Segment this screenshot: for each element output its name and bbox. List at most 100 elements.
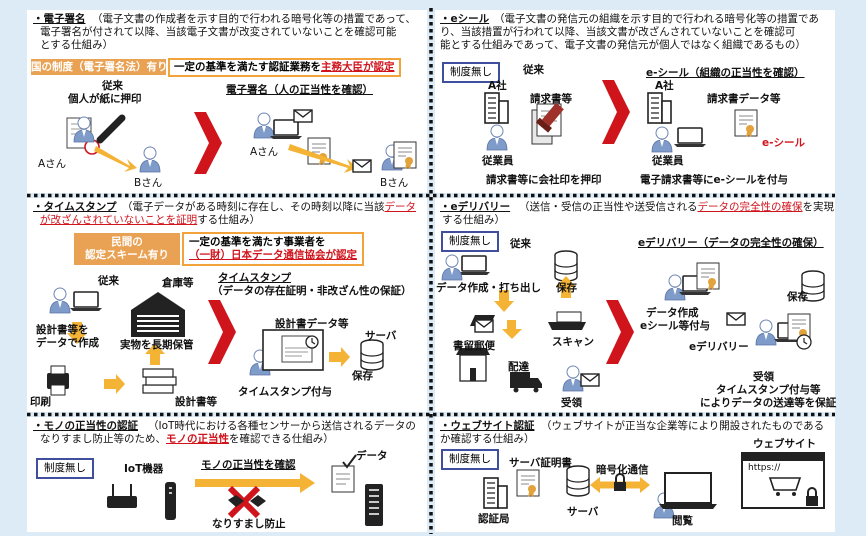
edel-create2-line2: eシール等付与 [640, 320, 711, 332]
ts-design-line2: データで作成 [36, 337, 99, 349]
ts-cert-box-line2: （一財）日本データ通信協会が認定 [189, 249, 357, 261]
eseal-employee-left: 従業員 [482, 155, 514, 167]
edel-ts-line2: によりデータの送達等を保証 [700, 397, 837, 409]
web-cert-label: サーバ証明書 [509, 457, 572, 469]
web-scene [483, 452, 825, 519]
ts-arrow [208, 300, 236, 364]
edel-scan-label: スキャン [552, 336, 594, 348]
mono-title: ・モノの正当性の認証 [33, 420, 138, 432]
eseal-invoice-data-label: 請求書データ等 [707, 93, 781, 105]
esig-desc-line1: （電子文書の作成者を示す目的で行われる暗号化等の措置であって、 [92, 13, 416, 25]
web-ca-label: 認証局 [478, 513, 510, 525]
eseal-traditional-label: 従来 [523, 64, 544, 76]
web-website-label: ウェブサイト [753, 438, 816, 450]
esig-new-label: 電子署名（人の正当性を確認） [226, 84, 373, 96]
mono-desc-line2: なりすまし防止等のため、モノの正当性を確認できる仕組み） [40, 433, 334, 446]
esig-person-b-right: Bさん [380, 177, 409, 189]
eseal-company-left: A社 [488, 80, 507, 92]
web-encrypt-label: 暗号化通信 [596, 464, 649, 476]
ts-title: ・タイムスタンプ [33, 201, 117, 213]
ts-left-scene [47, 287, 185, 396]
ts-desc-line2-text: する仕組み） [197, 214, 261, 226]
ts-desc-line1-text: （電子データがある時刻に存在し、その時刻以降に当該 [122, 201, 385, 213]
ts-server-label: サーバ [365, 330, 397, 342]
ts-right-scene [249, 329, 384, 376]
edel-left-scene [441, 250, 600, 393]
eseal-left-scene [484, 92, 564, 151]
edel-no-system-badge: 制度無し [441, 231, 499, 252]
ts-grant-label: タイムスタンプ付与 [238, 386, 332, 398]
web-desc-line1: （ウェブサイトが正当な企業等により開設されたものである [541, 420, 825, 432]
ts-new-label: タイムスタンプ [218, 272, 291, 284]
edel-desc-line2: する仕組み） [442, 214, 505, 226]
esig-desc-line2: 電子署名が付されて以降、当該電子文書が改変されていないことを確認可能 [40, 26, 397, 38]
eseal-new-label: e-シール（組織の正当性を確認） [646, 67, 805, 79]
edel-arrow [606, 300, 634, 364]
edel-desc-line1-emphasis: データの完全性の確保 [697, 201, 803, 213]
esig-left-scene [66, 114, 161, 173]
mono-iot-label: IoT機器 [124, 463, 164, 475]
edel-save-left-label: 保存 [556, 282, 577, 294]
mono-scene [107, 454, 383, 526]
ts-design-data-label: 設計書データ等 [275, 318, 349, 330]
edel-desc-line1-tail: を実現 [802, 201, 835, 213]
edel-save-right-label: 保存 [787, 291, 808, 303]
ts-cert-box: 一定の基準を満たす事業者を（一財）日本データ通信協会が認定 [182, 232, 364, 266]
esig-traditional-label: 従来 [102, 80, 123, 92]
eseal-invoice-label: 請求書等 [530, 93, 572, 105]
esig-cert-box-text: 一定の基準を満たす認証業務を [174, 61, 321, 73]
edel-desc-line1-text: （送信・受信の正当性や送受信される [519, 201, 698, 213]
mono-desc-line2-text: なりすまし防止等のため、 [40, 433, 166, 445]
mono-data-label: データ [356, 450, 388, 462]
esig-desc-line3: とする仕組み） [40, 39, 114, 51]
panel-dividers [27, 8, 835, 534]
web-title: ・ウェブサイト認証 [440, 420, 535, 432]
ts-design-docs-label: 設計書等 [175, 396, 217, 408]
ts-scheme-band: 民間の認定スキーム有り [74, 233, 180, 265]
ts-design-line1: 設計書等を [36, 324, 89, 336]
ts-storage-label: 実物を長期保管 [120, 339, 194, 351]
edel-create-label: データ作成・打ち出し [436, 282, 541, 294]
ts-cert-box-line1: 一定の基準を満たす事業者を [189, 236, 326, 248]
eseal-caption-left: 請求書等に会社印を押印 [486, 174, 602, 186]
ts-desc-line1-emphasis: データ [384, 201, 417, 213]
ts-save-label: 保存 [352, 370, 373, 382]
esig-person-a-left: Aさん [38, 158, 67, 170]
web-desc-line2: か確認する仕組み） [440, 433, 535, 445]
edel-edelivery-label: eデリバリー [689, 341, 749, 353]
eseal-title: ・eシール [440, 13, 490, 25]
ts-scheme-band-line2: 認定スキーム有り [85, 249, 169, 261]
eseal-no-system-badge: 制度無し [442, 62, 500, 83]
web-browse-label: 閲覧 [672, 515, 693, 527]
edel-receive-left-label: 受領 [561, 397, 582, 409]
eseal-desc-line3: 能とする仕組みであって、電子文書の発信元が個人ではなく組織であるもの） [440, 39, 806, 51]
ts-desc-line2-emphasis: が改ざんされていないことを証明 [40, 214, 198, 226]
ts-desc-line1: （電子データがある時刻に存在し、その時刻以降に当該データ [122, 201, 416, 214]
edel-mail-label: 書留郵便 [453, 340, 495, 352]
mono-desc-line1: （IoT時代における各種センサーから送信されるデータの [148, 420, 416, 432]
esig-traditional-desc: 個人が紙に押印 [68, 93, 142, 105]
edel-traditional-label: 従来 [510, 238, 531, 250]
ts-desc-line2: が改ざんされていないことを証明する仕組み） [40, 214, 260, 227]
edel-new-label: eデリバリー（データの完全性の確保） [638, 237, 824, 249]
eseal-arrow [602, 80, 630, 144]
esig-arrow [194, 112, 222, 174]
esig-right-scene [253, 109, 417, 173]
edel-receive-right-label: 受領 [753, 371, 774, 383]
edel-ts-line1: タイムスタンプ付与等 [716, 384, 821, 396]
ts-traditional-label: 従来 [98, 275, 119, 287]
mono-spoof-label: なりすまし防止 [212, 518, 286, 530]
edel-desc-line1: （送信・受信の正当性や送受信されるデータの完全性の確保を実現 [519, 201, 834, 214]
ts-print-label: 印刷 [30, 396, 51, 408]
eseal-caption-right: 電子請求書等にe-シールを付与 [640, 174, 788, 186]
edel-right-scene [664, 262, 825, 350]
esig-person-a-right: Aさん [250, 146, 279, 158]
web-no-system-badge: 制度無し [441, 449, 499, 470]
eseal-desc-line2: り、当該措置が行われて以降、当該文書が改ざんされていないことを確認可 [440, 26, 796, 38]
eseal-desc-line1: （電子文書の発信元の組織を示す目的で行われる暗号化等の措置であ [494, 13, 819, 25]
edel-deliver-label: 配達 [508, 361, 529, 373]
edel-title: ・eデリバリー [440, 201, 511, 213]
esig-person-b-left: Bさん [134, 177, 163, 189]
